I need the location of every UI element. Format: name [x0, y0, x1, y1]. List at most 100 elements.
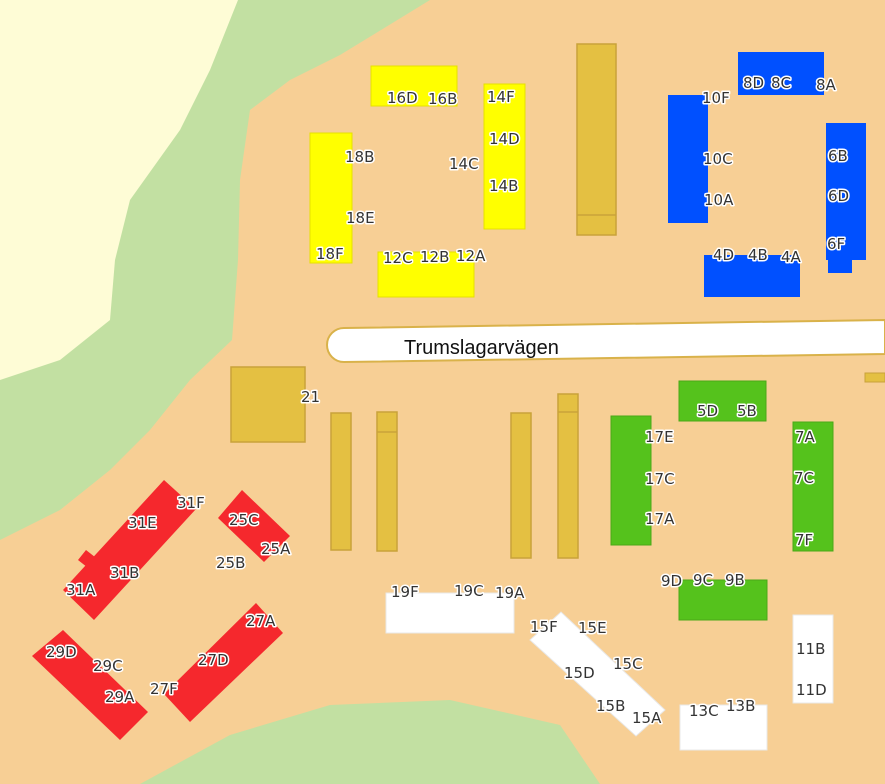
label-15A: 15A — [632, 709, 662, 727]
street-name: Trumslagarvägen — [404, 337, 559, 359]
address-labels: 16D 16B 14F 14D 14C 14B 18B 18E 18F 12C … — [45, 73, 851, 729]
building-13[interactable] — [679, 704, 768, 751]
label-8D: 8D — [743, 74, 764, 92]
label-6D: 6D — [828, 187, 849, 205]
label-31A: 31A — [66, 581, 96, 599]
label-27A: 27A — [246, 612, 276, 630]
building-shed-1[interactable] — [330, 412, 352, 551]
building-shed-3[interactable] — [510, 412, 532, 559]
label-15F: 15F — [530, 618, 558, 636]
label-10C: 10C — [703, 150, 733, 168]
building-29[interactable] — [32, 630, 148, 740]
building-27[interactable] — [164, 603, 283, 722]
meadow-area — [0, 0, 238, 380]
label-15C: 15C — [613, 655, 643, 673]
building-25[interactable] — [218, 490, 290, 562]
building-north-garage[interactable] — [576, 43, 617, 236]
label-7A: 7A — [795, 428, 816, 446]
label-15E: 15E — [578, 619, 607, 637]
white-building-group — [385, 592, 834, 751]
label-5B: 5B — [737, 402, 757, 420]
building-shed-2[interactable] — [376, 411, 398, 552]
label-5D: 5D — [697, 402, 718, 420]
label-29A: 29A — [105, 688, 135, 706]
label-25B: 25B — [216, 554, 245, 572]
building-4[interactable] — [704, 255, 800, 297]
label-31F: 31F — [177, 494, 205, 512]
label-9B: 9B — [725, 571, 745, 589]
building-8[interactable] — [738, 52, 824, 95]
building-7[interactable] — [792, 421, 834, 552]
label-16B: 16B — [428, 90, 457, 108]
building-17[interactable] — [610, 415, 652, 546]
label-15B: 15B — [596, 697, 625, 715]
label-25C: 25C — [229, 511, 259, 529]
building-shed-4[interactable] — [557, 393, 579, 559]
label-17C: 17C — [645, 470, 675, 488]
label-25A: 25A — [261, 540, 291, 558]
label-18B: 18B — [345, 148, 374, 166]
building-6-annex[interactable] — [828, 258, 852, 273]
label-9D: 9D — [661, 572, 682, 590]
building-15[interactable] — [529, 611, 666, 737]
building-9[interactable] — [678, 579, 768, 621]
label-13B: 13B — [726, 697, 755, 715]
label-12B: 12B — [420, 248, 449, 266]
label-14C: 14C — [449, 155, 479, 173]
building-10[interactable] — [668, 95, 708, 223]
label-7C: 7C — [794, 469, 814, 487]
label-10A: 10A — [704, 191, 734, 209]
label-6F: 6F — [827, 235, 845, 253]
label-21: 21 — [301, 388, 320, 406]
building-19[interactable] — [385, 592, 515, 634]
label-13C: 13C — [689, 702, 719, 720]
building-21[interactable] — [230, 366, 306, 443]
label-17E: 17E — [645, 428, 674, 446]
label-4D: 4D — [713, 246, 734, 264]
label-16D: 16D — [387, 89, 418, 107]
label-8C: 8C — [771, 74, 791, 92]
label-19F: 19F — [391, 583, 419, 601]
label-12A: 12A — [456, 247, 486, 265]
label-31B: 31B — [110, 564, 139, 582]
label-14B: 14B — [489, 177, 518, 195]
red-building-group — [32, 480, 290, 740]
label-7F: 7F — [795, 531, 813, 549]
label-4B: 4B — [748, 246, 768, 264]
building-18[interactable] — [309, 132, 353, 264]
label-8A: 8A — [816, 76, 837, 94]
label-18E: 18E — [346, 209, 375, 227]
label-10F: 10F — [702, 89, 730, 107]
mustard-building-group — [230, 43, 617, 559]
label-12C: 12C — [383, 249, 413, 267]
street-road[interactable] — [326, 318, 885, 364]
label-14D: 14D — [489, 130, 520, 148]
label-6B: 6B — [828, 147, 848, 165]
building-12[interactable] — [377, 251, 475, 298]
label-31E: 31E — [128, 514, 157, 532]
label-29D: 29D — [46, 643, 77, 661]
label-11B: 11B — [796, 640, 825, 658]
label-29C: 29C — [93, 657, 123, 675]
yellow-building-group — [309, 65, 526, 298]
label-4A: 4A — [781, 248, 802, 266]
building-16[interactable] — [370, 65, 458, 107]
building-6[interactable] — [826, 123, 866, 260]
label-15D: 15D — [564, 664, 595, 682]
building-edge-marker — [864, 372, 885, 383]
green-building-group — [610, 380, 834, 621]
label-14F: 14F — [487, 88, 515, 106]
park-area-south — [140, 700, 600, 784]
building-31-annex[interactable] — [78, 550, 100, 571]
label-27D: 27D — [198, 651, 229, 669]
building-11[interactable] — [792, 614, 834, 704]
label-27F: 27F — [150, 680, 178, 698]
label-19A: 19A — [495, 584, 525, 602]
label-18F: 18F — [316, 245, 344, 263]
building-14[interactable] — [483, 83, 526, 230]
building-5[interactable] — [678, 380, 767, 422]
building-31[interactable] — [63, 480, 196, 620]
label-9C: 9C — [693, 571, 713, 589]
label-17A: 17A — [645, 510, 675, 528]
